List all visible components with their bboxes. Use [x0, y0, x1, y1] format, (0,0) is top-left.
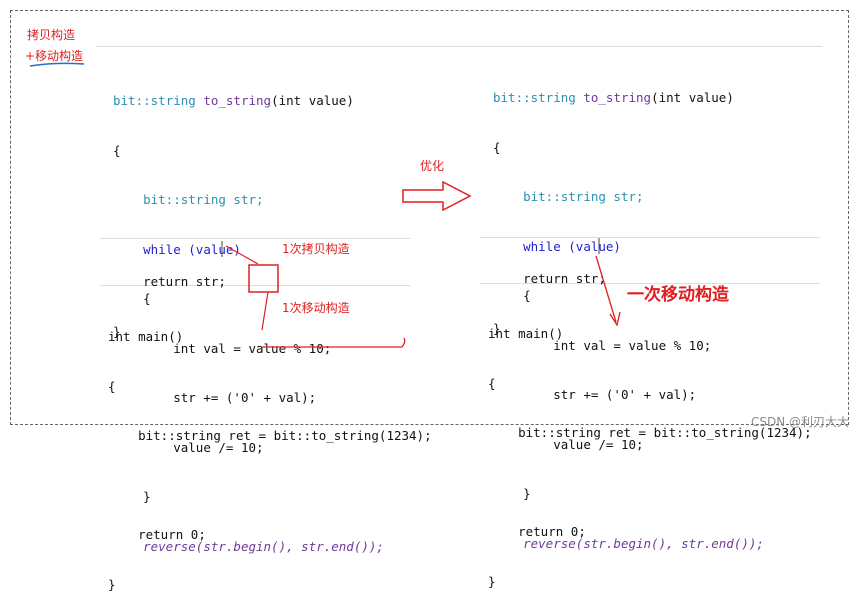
note-one-move-big: 一次移动构造: [627, 285, 729, 305]
watermark: CSDN @利刃大大: [750, 415, 849, 429]
right-return-code: return str; }: [493, 271, 606, 336]
temp-object-box: [248, 264, 279, 293]
dashed-frame: [10, 10, 849, 425]
right-separator-2: [480, 283, 820, 284]
optimize-arrow-icon: [402, 180, 472, 212]
red-arrow-move-line: [595, 255, 617, 323]
top-separator: [96, 46, 822, 47]
right-separator-1: [480, 237, 820, 238]
note-plus-move-ctor: +移动构造: [25, 49, 84, 63]
red-line-to-box: [225, 245, 259, 265]
red-line-to-call: [261, 291, 269, 331]
blue-underline-mark: [29, 62, 85, 67]
note-optimize: 优化: [420, 159, 445, 173]
red-underline-call: [262, 337, 406, 348]
left-return-code: return str; }: [113, 274, 226, 339]
left-separator-2: [100, 285, 410, 286]
note-one-move: 1次移动构造: [282, 301, 350, 315]
note-copy-ctor: 拷贝构造: [27, 28, 76, 42]
red-arrow-move-head: [609, 311, 621, 327]
note-one-copy: 1次拷贝构造: [282, 242, 350, 256]
left-separator-1: [100, 238, 410, 239]
annotation-overlay: [29, 62, 621, 348]
